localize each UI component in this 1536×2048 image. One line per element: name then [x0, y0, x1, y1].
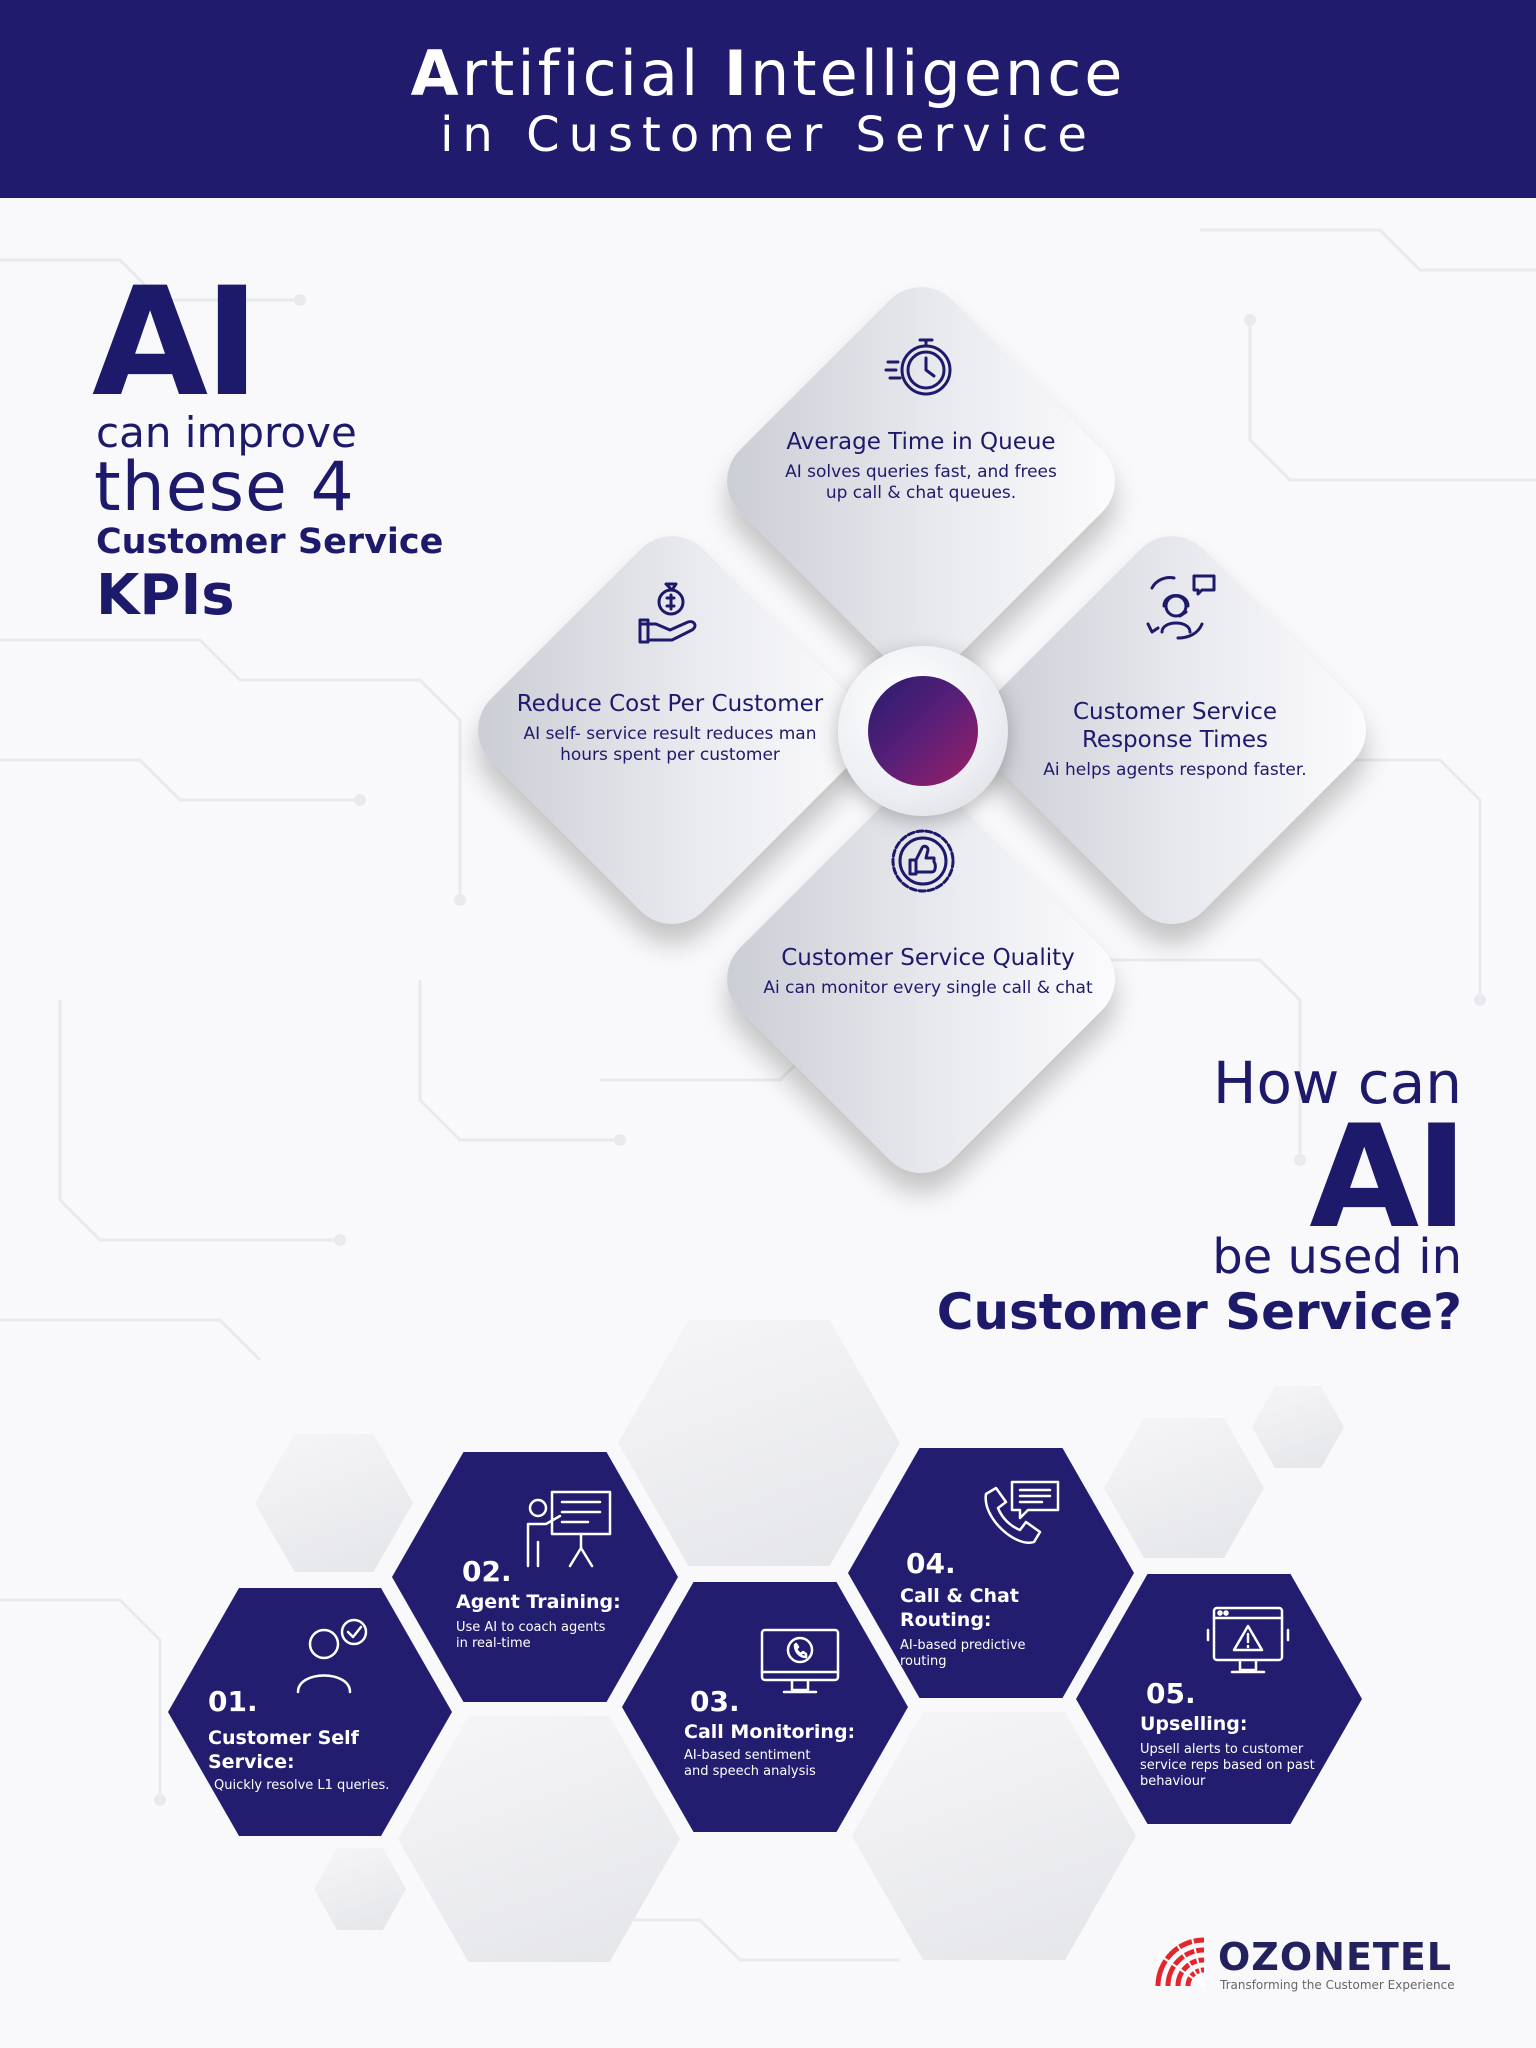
usage-heading-line2: be used in [1212, 1229, 1462, 1285]
usage-heading-line3: Customer Service? [936, 1283, 1462, 1341]
thumbs-up-badge-icon [891, 829, 955, 893]
use-desc: Use AI to coach agents in real-time [456, 1620, 606, 1651]
use-hexagon-01 [168, 1588, 452, 1836]
kpi-card-quality: Customer Service Quality Ai can monitor … [748, 944, 1108, 999]
ozonetel-mark-icon [1155, 1937, 1205, 1987]
decor-hexagon [255, 1434, 413, 1572]
kpi-heading-line1: can improve [96, 408, 357, 457]
usage-heading-ai: AI [1309, 1095, 1468, 1260]
kpi-heading-ai: AI [92, 256, 260, 430]
use-card-05: 05. Upselling: Upsell alerts to customer… [1140, 1678, 1340, 1790]
kpi-desc: AI solves queries fast, and frees up cal… [785, 462, 1057, 503]
use-number: 03. [690, 1685, 740, 1718]
use-card-02: 02. Agent Training: Use AI to coach agen… [456, 1556, 626, 1652]
kpi-card-response: Customer Service Response Times Ai helps… [1000, 698, 1350, 781]
trainer-board-icon [526, 1490, 612, 1568]
decor-hexagon [852, 1712, 1136, 1960]
kpi-desc: Ai can monitor every single call & chat [763, 978, 1093, 998]
logo-wordmark: OZONETEL [1218, 1935, 1453, 1979]
use-desc: AI-based predictive routing [900, 1638, 1026, 1669]
money-hand-icon [638, 582, 697, 644]
use-title: Customer Self Service: [208, 1727, 359, 1773]
kpi-desc: Ai helps agents respond faster. [1043, 760, 1307, 780]
page-subtitle: in Customer Service [440, 107, 1096, 163]
monitor-alert-icon [1206, 1606, 1290, 1674]
kpi-title: Average Time in Queue [786, 429, 1056, 455]
kpi-desc: AI self- service result reduces man hour… [523, 724, 817, 765]
kpi-title: Customer Service Quality [781, 945, 1075, 971]
ozonetel-logo: OZONETEL Transforming the Customer Exper… [1152, 1934, 1482, 1994]
use-desc: Quickly resolve L1 queries. [214, 1778, 390, 1793]
logo-tagline: Transforming the Customer Experience [1220, 1978, 1455, 1992]
kpi-title: Customer Service Response Times [1072, 699, 1278, 753]
use-number: 05. [1146, 1677, 1196, 1710]
use-title: Call Monitoring: [684, 1721, 856, 1743]
use-number: 02. [462, 1555, 512, 1588]
kpi-heading-line2: these 4 [94, 448, 355, 527]
person-check-icon [296, 1618, 368, 1694]
decor-hexagon [618, 1320, 900, 1566]
title-initial-a: A [410, 37, 462, 110]
page-title: Artificial Intelligence [0, 36, 1536, 112]
title-initial-i: I [723, 37, 750, 110]
use-title: Upselling: [1140, 1713, 1248, 1735]
title-word-intelligence: ntelligence [749, 37, 1126, 110]
kpi-title: Reduce Cost Per Customer [516, 691, 824, 717]
kpi-card-cost: Reduce Cost Per Customer AI self- servic… [500, 690, 840, 766]
use-number: 04. [906, 1547, 956, 1580]
usage-heading-line1: How can [1212, 1049, 1462, 1117]
header-banner: Artificial Intelligence in Customer Serv… [0, 0, 1536, 198]
stopwatch-icon [884, 338, 952, 396]
use-card-03: 03. Call Monitoring: AI-based sentiment … [684, 1686, 864, 1780]
use-card-01: 01. Customer Self Service: Quickly resol… [208, 1686, 438, 1794]
kpi-heading-line3: Customer Service [96, 522, 444, 562]
title-word-artificial: rtificial [461, 37, 724, 110]
decor-hexagon [398, 1716, 680, 1962]
monitor-phone-icon [760, 1628, 840, 1694]
kpi-hub [838, 646, 1008, 816]
use-number: 01. [208, 1685, 258, 1718]
kpi-hub-core [868, 676, 978, 786]
kpi-card-queue: Average Time in Queue AI solves queries … [756, 428, 1086, 504]
decor-hexagon [1252, 1386, 1344, 1468]
kpi-heading-line4: KPIs [96, 563, 235, 628]
use-desc: AI-based sentiment and speech analysis [684, 1748, 816, 1779]
use-title: Call & Chat Routing: [900, 1585, 1019, 1631]
use-card-04: 04. Call & Chat Routing: AI-based predic… [900, 1548, 1100, 1670]
use-title: Agent Training: [456, 1591, 621, 1613]
headset-agent-icon [1146, 574, 1216, 640]
use-desc: Upsell alerts to customer service reps b… [1140, 1742, 1315, 1789]
phone-chat-icon [984, 1480, 1060, 1545]
